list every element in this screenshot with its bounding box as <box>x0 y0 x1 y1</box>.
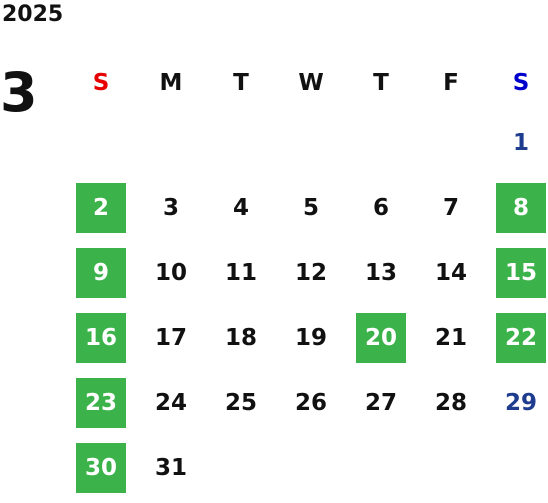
day-cell: 15 <box>496 247 546 298</box>
day-cell: 29 <box>504 389 537 416</box>
day-cell: 24 <box>154 389 187 416</box>
month-number: 3 <box>0 61 38 124</box>
day-cell: 10 <box>154 259 187 286</box>
day-cell <box>496 443 546 493</box>
day-cell: 31 <box>154 454 187 481</box>
day-cell: 18 <box>224 324 257 351</box>
weekday-header-fri: F <box>443 69 459 96</box>
day-cell: 6 <box>372 194 389 221</box>
day-cell: 11 <box>224 259 257 286</box>
week-row: 9 10 11 12 13 14 15 <box>66 240 548 305</box>
day-cell: 12 <box>294 259 327 286</box>
day-cell: 8 <box>496 182 546 233</box>
weekday-header-sun: S <box>92 69 110 96</box>
day-cell: 23 <box>76 377 126 428</box>
day-cell: 21 <box>434 324 467 351</box>
day-cell: 17 <box>154 324 187 351</box>
day-cell: 28 <box>434 389 467 416</box>
day-cell <box>286 118 336 168</box>
weekday-header-mon: M <box>159 69 183 96</box>
calendar-grid: S M T W T F S 1 2 3 4 5 6 7 8 9 10 11 12… <box>66 55 548 500</box>
day-cell <box>216 443 266 493</box>
day-cell: 9 <box>76 247 126 298</box>
week-row: 23 24 25 26 27 28 29 <box>66 370 548 435</box>
weekday-header-wed: W <box>298 69 324 96</box>
day-cell <box>426 118 476 168</box>
weekday-header-sat: S <box>512 69 530 96</box>
day-cell <box>76 118 126 168</box>
week-row: 2 3 4 5 6 7 8 <box>66 175 548 240</box>
weekday-header-row: S M T W T F S <box>66 55 548 110</box>
day-cell: 1 <box>512 129 529 156</box>
week-row: 1 <box>66 110 548 175</box>
day-cell: 2 <box>76 182 126 233</box>
day-cell: 20 <box>356 312 406 363</box>
day-cell: 16 <box>76 312 126 363</box>
year-label: 2025 <box>2 2 64 27</box>
day-cell: 7 <box>442 194 459 221</box>
day-cell: 19 <box>294 324 327 351</box>
day-cell: 25 <box>224 389 257 416</box>
day-cell: 3 <box>162 194 179 221</box>
day-cell: 5 <box>302 194 319 221</box>
week-row: 16 17 18 19 20 21 22 <box>66 305 548 370</box>
day-cell <box>426 443 476 493</box>
day-cell: 13 <box>364 259 397 286</box>
day-cell <box>286 443 336 493</box>
day-cell <box>356 118 406 168</box>
day-cell: 27 <box>364 389 397 416</box>
day-cell <box>216 118 266 168</box>
day-cell: 14 <box>434 259 467 286</box>
day-cell <box>356 443 406 493</box>
week-row: 30 31 <box>66 435 548 500</box>
day-cell: 4 <box>232 194 249 221</box>
day-cell: 22 <box>496 312 546 363</box>
day-cell: 30 <box>76 442 126 493</box>
weekday-header-thu: T <box>373 69 389 96</box>
weekday-header-tue: T <box>233 69 249 96</box>
day-cell <box>146 118 196 168</box>
day-cell: 26 <box>294 389 327 416</box>
